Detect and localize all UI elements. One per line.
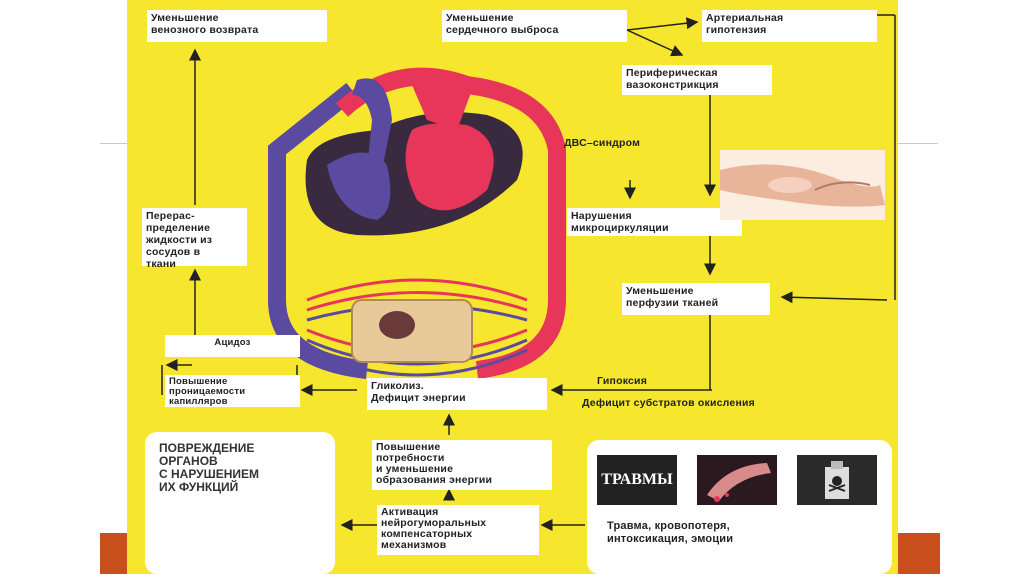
box-venous-return: Уменьшение венозного возврата [147, 10, 327, 42]
box-causes: ТРАВМЫ Травма, кровопотеря, интоксикация… [587, 440, 892, 574]
box-organ-damage: ПОВРЕЖДЕНИЕ ОРГАНОВ С НАРУШЕНИЕМ ИХ ФУНК… [145, 432, 335, 574]
accent-bar-right [898, 533, 940, 574]
poison-bottle-icon [797, 455, 877, 505]
box-redistribution: Перерас- пределение жидкости из сосудов … [142, 208, 247, 270]
flow-lines [161, 14, 896, 395]
box-cardiac-output: Уменьшение сердечного выброса [442, 10, 627, 42]
label-dic: ДВС–синдром [564, 137, 641, 149]
causes-text: Травма, кровопотеря, интоксикация, эмоци… [607, 520, 734, 545]
box-glycolysis: Гликолиз. Дефицит энергии [367, 378, 547, 410]
finger-pressure-image [720, 150, 885, 220]
box-perfusion: Уменьшение перфузии тканей [622, 283, 770, 315]
trauma-logo-icon: ТРАВМЫ [597, 455, 677, 505]
box-hypotension: Артериальная гипотензия [702, 10, 877, 42]
flow-arrows [165, 17, 888, 531]
box-neurohumoral: Активация нейрогуморальных компенсаторны… [377, 505, 539, 555]
label-hypoxia: Гипоксия [597, 375, 648, 387]
box-permeability: Повышение проницаемости капилляров [165, 375, 300, 407]
bleeding-icon [697, 455, 777, 505]
shock-pathogenesis-diagram: Уменьшение венозного возврата Уменьшение… [127, 0, 898, 574]
box-vasoconstriction: Периферическая вазоконстрикция [622, 65, 772, 95]
aorta-path [335, 67, 566, 379]
aortic-arch [412, 73, 472, 130]
box-microcirculation: Нарушения микроциркуляции [567, 208, 742, 236]
box-energy-demand: Повышение потребности и уменьшение образ… [372, 440, 552, 490]
divider-right [898, 143, 938, 144]
pulmonary-vein [352, 78, 392, 170]
label-substrate-deficit: Дефицит субстратов окисления [582, 397, 755, 409]
box-acidosis: Ацидоз [165, 335, 300, 357]
cell-nucleus [379, 311, 415, 339]
accent-bar-left [100, 533, 127, 574]
heart-diagram [161, 14, 896, 531]
left-ventricle [405, 123, 494, 211]
divider-left [100, 143, 127, 144]
